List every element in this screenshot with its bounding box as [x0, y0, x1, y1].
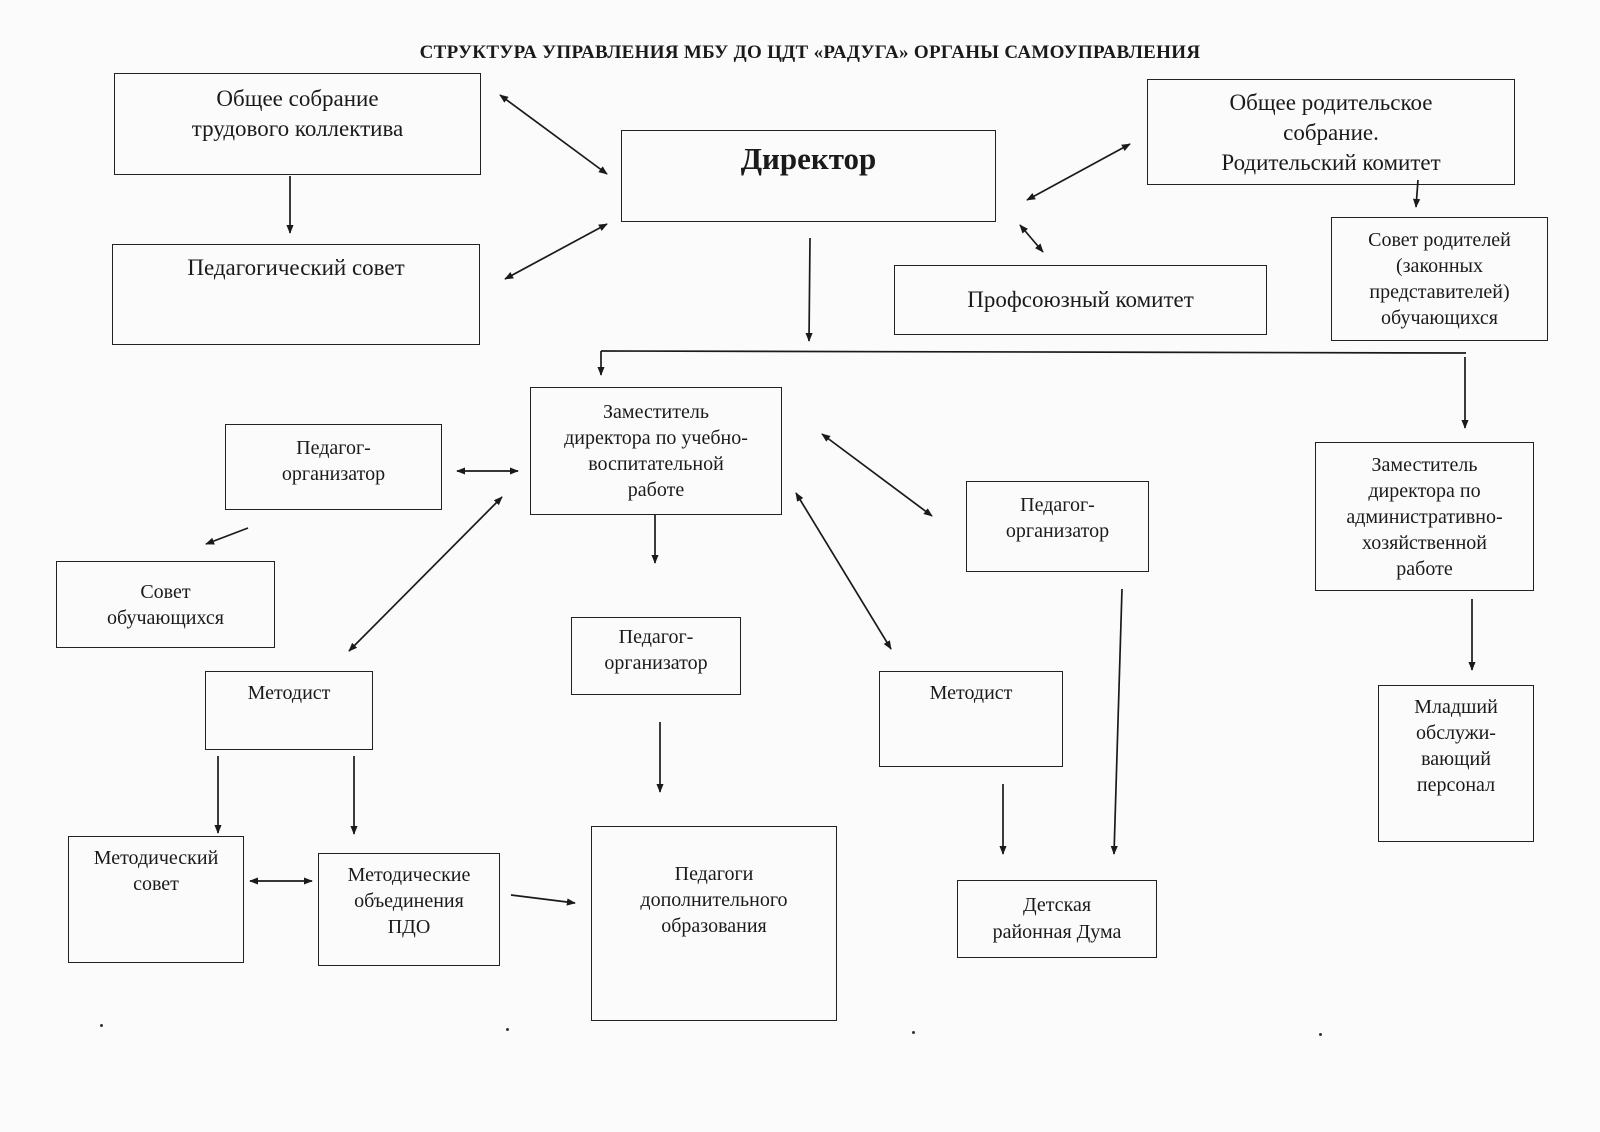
box-teachers-line-1: Педагоги	[674, 863, 754, 885]
box-deputy-edu-line-4: работе	[627, 479, 685, 501]
box-deputy-admin-line-2: директора по	[1368, 479, 1481, 502]
box-children-duma-line-2: районная Дума	[992, 921, 1122, 943]
box-parent-meeting-line-2: собрание.	[1283, 120, 1379, 145]
box-teachers: Педагоги дополнительного образования	[591, 826, 837, 1021]
box-parent-meeting: Общее родительское собрание. Родительски…	[1147, 79, 1515, 185]
box-student-council-line-1: Совет	[140, 580, 191, 603]
box-director-label: Директор	[740, 141, 877, 176]
box-ped-org-left-line-1: Педагог-	[296, 437, 371, 459]
box-ped-org-center-line-2: организатор	[604, 652, 708, 674]
box-ped-org-right-line-1: Педагог-	[1020, 494, 1095, 516]
box-deputy-edu-line-1: Заместитель	[603, 401, 709, 423]
box-method-council-line-2: совет	[133, 873, 179, 895]
diagram-title: СТРУКТУРА УПРАВЛЕНИЯ МБУ ДО ЦДТ «РАДУГА»…	[419, 42, 1201, 63]
box-teachers-line-2: дополнительного	[640, 889, 788, 911]
box-ped-council: Педагогический совет	[112, 244, 480, 345]
box-method-assoc-line-2: объединения	[354, 890, 464, 912]
box-junior-staff: Младший обслужи- вающий персонал	[1378, 685, 1534, 842]
box-junior-staff-line-1: Младший	[1414, 696, 1498, 718]
box-method-assoc: Методические объединения ПДО	[318, 853, 500, 966]
box-teachers-line-3: образования	[661, 915, 767, 937]
box-general-meeting: Общее собрание трудового коллектива	[114, 73, 481, 175]
box-ped-org-left-line-2: организатор	[281, 463, 386, 485]
box-method-council-line-1: Методический	[93, 847, 219, 869]
box-general-meeting-line-2: трудового коллектива	[191, 116, 404, 141]
arrow-director-pedcouncil	[504, 223, 608, 280]
box-trade-union-label: Профсоюзный комитет	[967, 287, 1194, 312]
arrow-director-down	[805, 237, 813, 342]
box-methodist-left-label: Методист	[247, 682, 331, 704]
box-ped-org-left: Педагог- организатор	[225, 424, 442, 510]
arrow-pedorgright-duma	[1110, 588, 1123, 855]
box-ped-org-center-line-1: Педагог-	[618, 626, 694, 648]
box-parents-council: Совет родителей (законных представителей…	[1331, 217, 1548, 341]
box-junior-staff-line-4: персонал	[1416, 774, 1496, 796]
box-deputy-edu: Заместитель директора по учебно- воспита…	[530, 387, 782, 515]
box-general-meeting-line-1: Общее собрание	[216, 86, 379, 111]
box-parents-council-line-3: представителей)	[1369, 281, 1510, 303]
box-method-assoc-line-1: Методические	[347, 864, 471, 886]
box-parents-council-line-4: обучающихся	[1381, 307, 1498, 329]
box-method-assoc-line-3: ПДО	[387, 916, 431, 938]
scan-speck	[506, 1028, 509, 1031]
box-deputy-admin: Заместитель директора по административно…	[1315, 442, 1534, 591]
box-parents-council-line-2: (законных	[1396, 255, 1483, 277]
box-deputy-admin-line-4: хозяйственной	[1362, 531, 1487, 554]
scan-speck	[912, 1031, 915, 1034]
box-children-duma-line-1: Детская	[1022, 894, 1092, 916]
box-deputy-edu-line-2: директора по учебно-	[564, 427, 748, 449]
box-ped-council-label: Педагогический совет	[187, 255, 405, 280]
box-parent-meeting-line-3: Родительский комитет	[1221, 150, 1441, 175]
box-methodist-right-label: Методист	[929, 682, 1013, 704]
box-deputy-admin-line-5: работе	[1396, 557, 1453, 580]
arrow-deputyedu-methodistleft	[348, 496, 503, 652]
box-methodist-right: Методист	[879, 671, 1063, 767]
arrow-director-tradeunion	[1019, 224, 1044, 253]
box-student-council-line-2: обучающихся	[107, 606, 224, 629]
box-deputy-admin-line-1: Заместитель	[1371, 453, 1478, 476]
box-ped-org-right: Педагог- организатор	[966, 481, 1149, 572]
arrow-deputyedu-pedorgright	[821, 433, 933, 517]
arrow-pedorgleft-studentcouncil	[205, 527, 249, 545]
arrow-meeting-director	[499, 94, 608, 175]
box-director: Директор	[621, 130, 996, 222]
scan-speck	[1319, 1033, 1322, 1036]
box-junior-staff-line-2: обслужи-	[1416, 722, 1496, 744]
box-deputy-edu-line-3: воспитательной	[588, 453, 724, 475]
box-ped-org-center: Педагог- организатор	[571, 617, 741, 695]
box-deputy-admin-line-3: административно-	[1346, 505, 1503, 528]
box-ped-org-right-line-2: организатор	[1005, 520, 1110, 542]
box-parents-council-line-1: Совет родителей	[1368, 229, 1511, 251]
arrow-director-parentmeeting	[1026, 143, 1131, 201]
box-parent-meeting-line-1: Общее родительское	[1229, 90, 1433, 115]
box-methodist-left: Методист	[205, 671, 373, 750]
distribution-bar	[600, 350, 1467, 354]
box-method-council: Методический совет	[68, 836, 244, 963]
box-children-duma: Детская районная Дума	[957, 880, 1157, 958]
scan-speck	[100, 1024, 103, 1027]
box-junior-staff-line-3: вающий	[1421, 748, 1491, 770]
box-trade-union: Профсоюзный комитет	[894, 265, 1267, 335]
arrow-methodassoc-teachers	[510, 894, 576, 906]
box-student-council: Совет обучающихся	[56, 561, 275, 648]
arrow-deputyedu-methodistright	[795, 492, 892, 650]
